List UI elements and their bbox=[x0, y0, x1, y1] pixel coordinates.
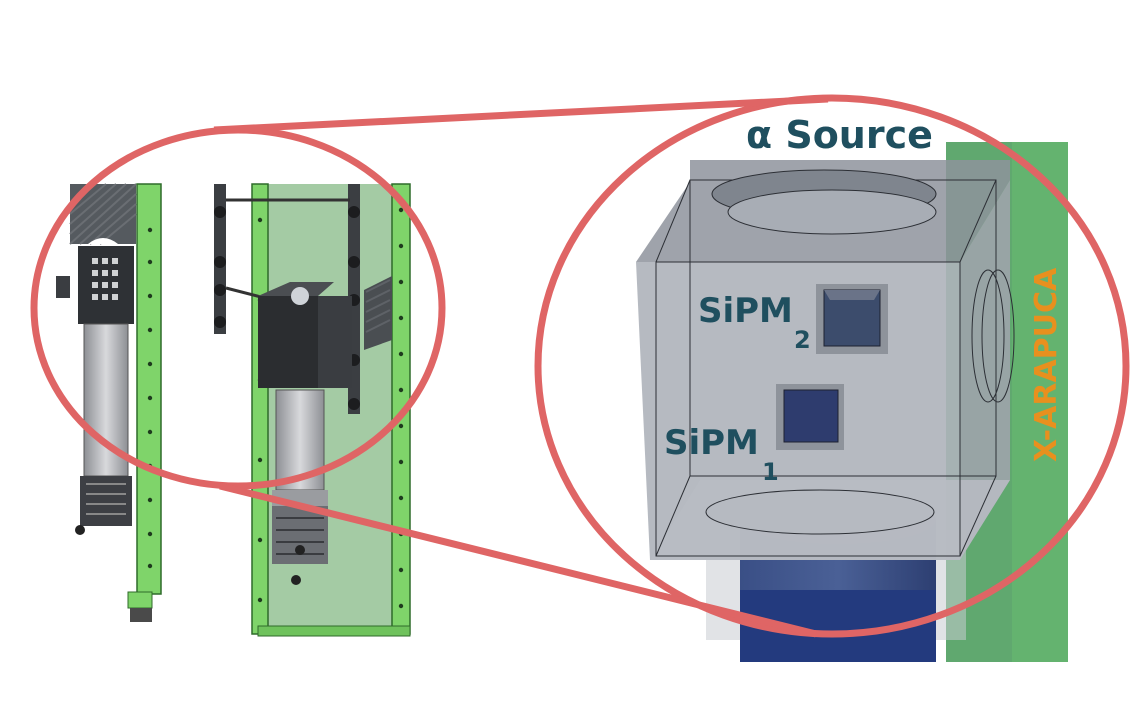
source-holder-cube bbox=[636, 160, 1015, 560]
left-rail bbox=[127, 183, 162, 622]
right-frame bbox=[214, 183, 411, 637]
large-callout-ellipse bbox=[534, 94, 1130, 638]
sipm-2-subscript: 2 bbox=[794, 326, 811, 354]
left-cylinder bbox=[75, 323, 132, 535]
callout-connector-bottom bbox=[219, 482, 817, 638]
sipm-1-square bbox=[776, 384, 844, 450]
left-assembly bbox=[56, 183, 411, 637]
sipm-1-label: SiPM bbox=[664, 423, 759, 463]
callout-connector-top bbox=[213, 95, 829, 134]
sipm-1-subscript: 1 bbox=[762, 458, 779, 486]
xarapuca-label: X-ARAPUCA bbox=[1029, 267, 1064, 462]
left-top-block bbox=[56, 183, 137, 324]
alpha-source-label: α Source bbox=[746, 113, 933, 157]
magnifier-callout bbox=[30, 94, 1130, 638]
zoom-detail: α Source SiPM 2 SiPM 1 X-ARAPUCA bbox=[636, 113, 1068, 662]
sipm-2-square bbox=[816, 284, 888, 354]
sipm-2-label: SiPM bbox=[698, 291, 793, 331]
